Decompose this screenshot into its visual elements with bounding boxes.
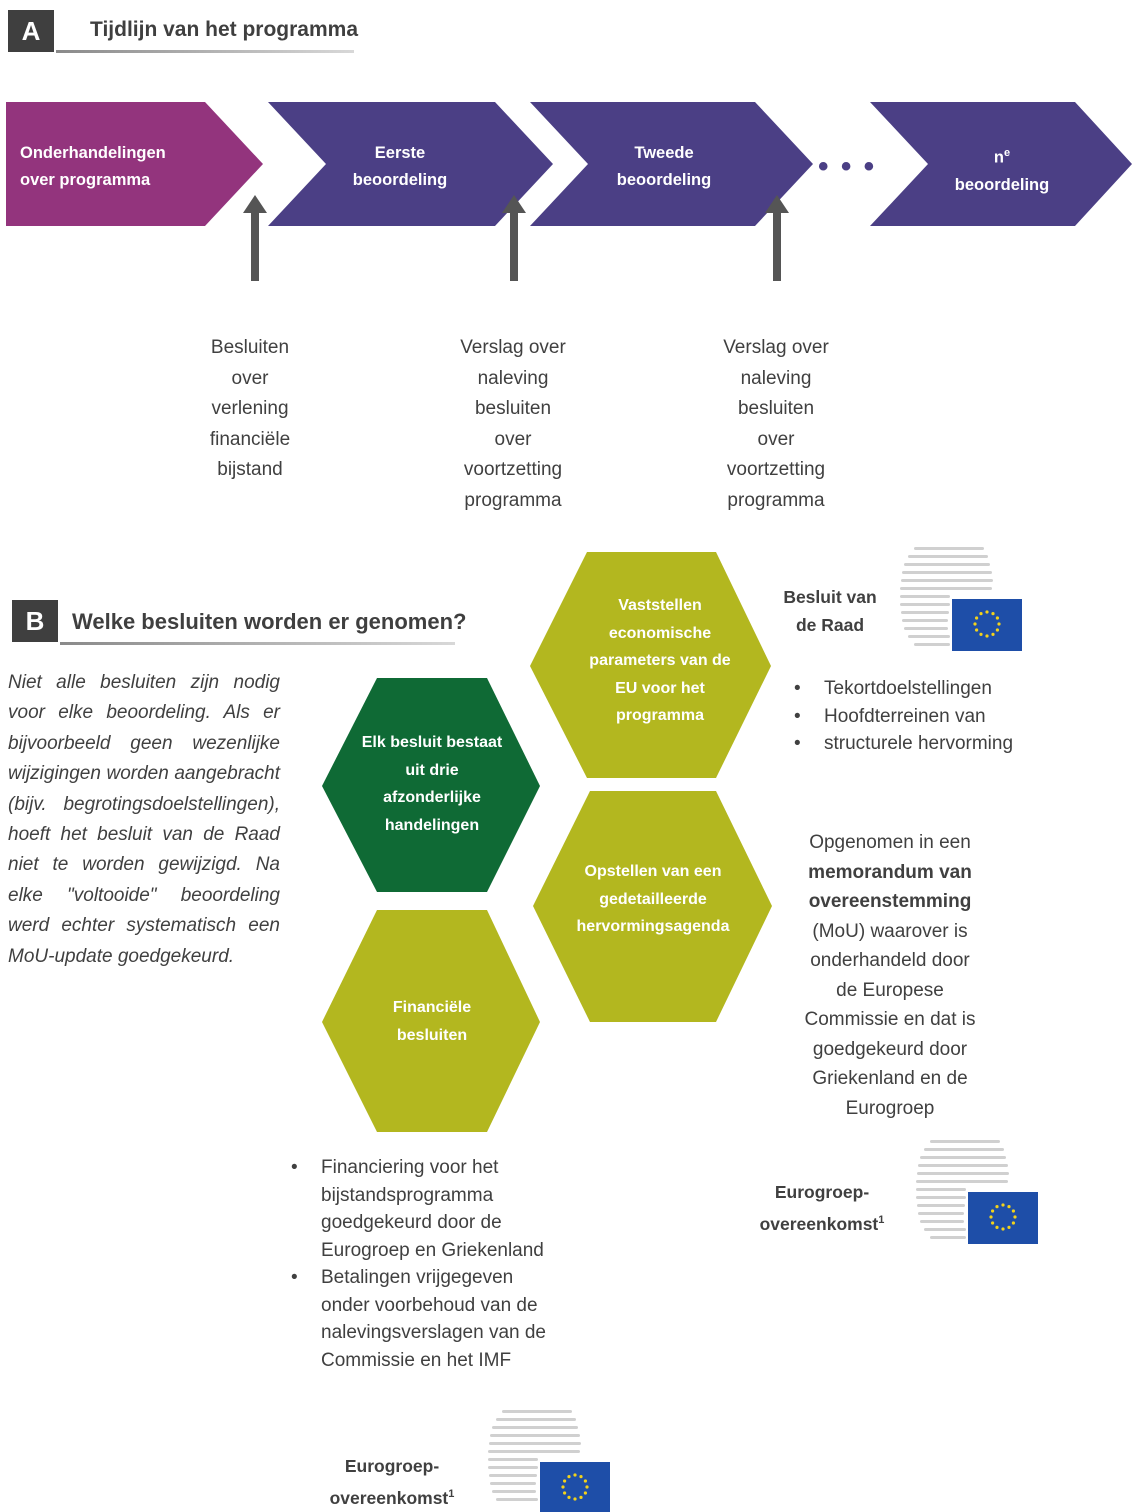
arrow-up-icon <box>502 195 526 281</box>
chevron-first-review <box>268 102 553 226</box>
finance-bullets: Financiering voor het bijstandsprogramma… <box>287 1154 617 1374</box>
section-b-badge: B <box>12 600 58 642</box>
mou-description: Opgenomen in een memorandum van overeens… <box>804 832 976 1119</box>
hexagon-top <box>530 552 771 778</box>
arrow-up-icon <box>765 195 789 281</box>
hexagon-cluster <box>322 552 772 1132</box>
list-item: Hoofdterreinen van <box>790 703 1090 731</box>
eurogroup-logo-icon <box>488 1410 610 1512</box>
section-b-rule <box>60 642 455 645</box>
chevron-nth-review-label: ne beoordeling <box>954 147 1050 194</box>
chevron-first-review-label: Eerste beoordeling <box>352 144 448 189</box>
eurogroup-logo-icon <box>916 1140 1038 1244</box>
section-b-intro: Niet alle besluiten zijn nodig voor elke… <box>8 672 280 967</box>
hexagon-bottom-label: Financiële besluiten <box>392 999 472 1044</box>
eu-council-logo-icon <box>900 547 1022 651</box>
hexagon-top-label: Vaststellen economische parameters van d… <box>589 597 731 724</box>
council-bullets: Tekortdoelstellingen Hoofdterreinen van … <box>790 675 1090 758</box>
list-item: structurele hervorming <box>790 730 1090 758</box>
hexagon-middle <box>533 791 772 1022</box>
chevron-nth-review <box>870 102 1132 226</box>
section-a-badge: A <box>8 10 54 52</box>
eurogroup-agreement-label-bottom: Eurogroep- overeenkomst1 <box>329 1456 455 1508</box>
timeline-ellipsis: • • • <box>818 150 877 183</box>
chevron-second-review <box>530 102 813 226</box>
note-first-review: Verslag over naleving besluiten over voo… <box>460 337 566 511</box>
chevron-negotiations <box>6 102 263 226</box>
hexagon-bottom <box>322 910 540 1132</box>
hexagon-center <box>322 678 540 892</box>
chevron-negotiations-label: Onderhandelingen over programma <box>20 144 166 189</box>
hexagon-middle-label: Opstellen van een gedetailleerde hervorm… <box>576 863 730 935</box>
council-decision-label: Besluit van de Raad <box>783 587 877 635</box>
section-a-title: Tijdlijn van het programma <box>90 18 358 41</box>
hexagon-center-label: Elk besluit bestaat uit drie afzonderlij… <box>361 734 503 834</box>
chevron-second-review-label: Tweede beoordeling <box>616 144 712 189</box>
section-b-title: Welke besluiten worden er genomen? <box>72 609 467 634</box>
list-item: Tekortdoelstellingen <box>790 675 1090 703</box>
note-financial-assistance: Besluiten over verlening financiële bijs… <box>209 337 291 480</box>
timeline-chevrons <box>6 102 1132 226</box>
arrow-up-icon <box>243 195 267 281</box>
section-a-rule <box>56 50 354 53</box>
note-second-review: Verslag over naleving besluiten over voo… <box>723 337 829 511</box>
eurogroup-agreement-label-right: Eurogroep- overeenkomst1 <box>759 1182 885 1234</box>
list-item: Financiering voor het bijstandsprogramma… <box>287 1154 617 1264</box>
list-item: Betalingen vrijgegeven onder voorbehoud … <box>287 1264 617 1374</box>
